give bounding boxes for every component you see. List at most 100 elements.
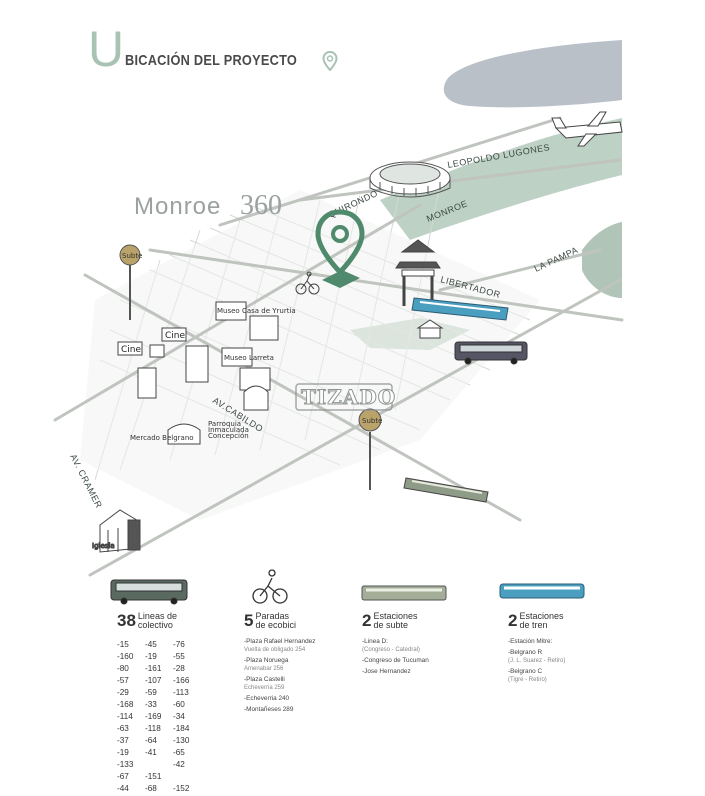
bus-route-item: -15 xyxy=(117,640,129,649)
page-title: U BICACIÓN DEL PROYECTO xyxy=(88,22,338,74)
tren-station-1: -Belgrano R xyxy=(508,649,543,656)
bus-route-item: -114 xyxy=(117,712,133,721)
legend-tren-stations: -Estación Mitre: -Belgrano R (J. L. Suar… xyxy=(508,638,565,684)
project-location-pin-icon xyxy=(315,209,365,288)
museo-larreta-label: Museo Larreta xyxy=(224,354,274,362)
bus-route-item: -184 xyxy=(173,724,190,733)
tren-line-label: -Estación Mitre: xyxy=(508,638,553,645)
legend-subte-icon xyxy=(361,585,447,601)
legend-subte-count: 2 xyxy=(362,611,372,630)
ecobici-stop-name: -Echeverria 240 xyxy=(244,695,290,702)
bus-route-item: -57 xyxy=(117,676,129,685)
legend-bus-icon xyxy=(110,579,188,605)
bus-route-item xyxy=(173,772,205,781)
bus-route-item xyxy=(145,760,173,769)
legend-subte-stations: -Linea D: (Congreso - Catedral) -Congres… xyxy=(362,638,429,676)
bus-route-item: -118 xyxy=(145,724,161,733)
bus-route-item: -169 xyxy=(145,712,162,721)
street-label-la-pampa: LA PAMPA xyxy=(533,245,580,274)
ecobici-stop-address: Echeverria 259 xyxy=(244,685,285,691)
legend-bus-routes: -15-45-76-160-19-55-80-161-28-57-107-166… xyxy=(117,640,205,796)
title-initial: U xyxy=(88,21,125,77)
tren-station-1-route: (J. L. Suarez - Retiro) xyxy=(508,658,566,664)
subte-line-label: -Linea D: xyxy=(362,638,388,645)
ecobici-stop-name: -Plaza Castelli xyxy=(244,676,285,683)
poi-label-parroquia-line3: Concepción xyxy=(208,432,249,440)
ecobici-stop-address: Vuelta de obligado 254 xyxy=(244,647,306,653)
train-illustration xyxy=(403,477,489,503)
bus-route-item: -44 xyxy=(117,784,129,793)
bus-route-item: -166 xyxy=(173,676,190,685)
poi-label-parroquia-line2: Inmaculada xyxy=(208,426,249,434)
green-park-right xyxy=(582,222,622,298)
watermark-text: TIZADO xyxy=(301,385,396,409)
legend-bicycle-icon xyxy=(252,569,288,604)
bus-route-item: -19 xyxy=(117,748,129,757)
museo-yrurtia-sign: Museo Casa de Yrurtia xyxy=(215,301,296,321)
bus-route-item: -168 xyxy=(117,700,134,709)
bus-route-item: -63 xyxy=(117,724,129,733)
bus-route-item: -65 xyxy=(173,748,185,757)
ecobici-stop-name: -Plaza Noruega xyxy=(244,657,289,664)
tren-station-2: -Belgrano C xyxy=(508,668,543,675)
ecobici-stop-name: -Montañeses 289 xyxy=(244,706,294,713)
subte-tower-left-label: Subte xyxy=(122,252,142,260)
bus-illustration xyxy=(454,341,528,365)
ecobici-stop-address: Amenabar 256 xyxy=(244,666,284,672)
bus-route-item: -67 xyxy=(117,772,129,781)
subte-line-route: (Congreso - Catedral) xyxy=(362,647,421,653)
bus-route-item: -151 xyxy=(145,772,162,781)
cine-sign-2-label: Cine xyxy=(165,331,185,341)
subte-tower-right-icon: Subte xyxy=(358,408,382,490)
chinatown-gate-illustration xyxy=(395,239,441,306)
green-coastal-band xyxy=(380,118,622,240)
museo-yrurtia-label: Museo Casa de Yrurtia xyxy=(217,307,296,315)
bus-route-item: -64 xyxy=(145,736,157,745)
cyclist-map-icon xyxy=(295,271,320,295)
bus-route-item: -107 xyxy=(145,676,162,685)
bus-route-item: -42 xyxy=(173,760,185,769)
bus-route-item: -161 xyxy=(145,664,162,673)
legend-ecobici-count: 5 xyxy=(244,611,254,630)
cine-sign-1: Cine xyxy=(117,341,143,356)
bus-route-item: -55 xyxy=(173,652,185,661)
river-area xyxy=(443,40,622,108)
location-pin-icon xyxy=(322,51,338,71)
bus-route-item: -33 xyxy=(145,700,157,709)
tram-illustration xyxy=(411,297,509,321)
bus-route-item: -29 xyxy=(117,688,129,697)
bus-route-item: -80 xyxy=(117,664,129,673)
bus-route-item: -152 xyxy=(173,784,190,793)
stadium-illustration xyxy=(369,161,451,198)
barrancas-kiosk-illustration xyxy=(416,319,444,339)
ecobici-stop-name: -Plaza Rafael Hernandez xyxy=(244,638,316,645)
cine-sign-2: Cine xyxy=(161,327,187,342)
tren-station-2-route: (Tigre - Retiro) xyxy=(508,677,547,683)
ecobici-stop-item: -Echeverria 240 xyxy=(244,695,315,703)
subte-station-1: -Congreso de Tucuman xyxy=(362,657,429,664)
poi-label-parroquia-line1: Parroquia xyxy=(208,420,241,428)
bus-route-item: -76 xyxy=(173,640,185,649)
ecobici-stop-item: -Montañeses 289 xyxy=(244,706,315,714)
legend-tren-count: 2 xyxy=(508,611,518,630)
cine-sign-1-label: Cine xyxy=(121,345,141,355)
poi-label-mercado: Mercado Belgrano xyxy=(130,434,194,442)
subte-station-2: -Jose Hernandez xyxy=(362,668,411,675)
project-label-number: 360 xyxy=(240,190,282,221)
